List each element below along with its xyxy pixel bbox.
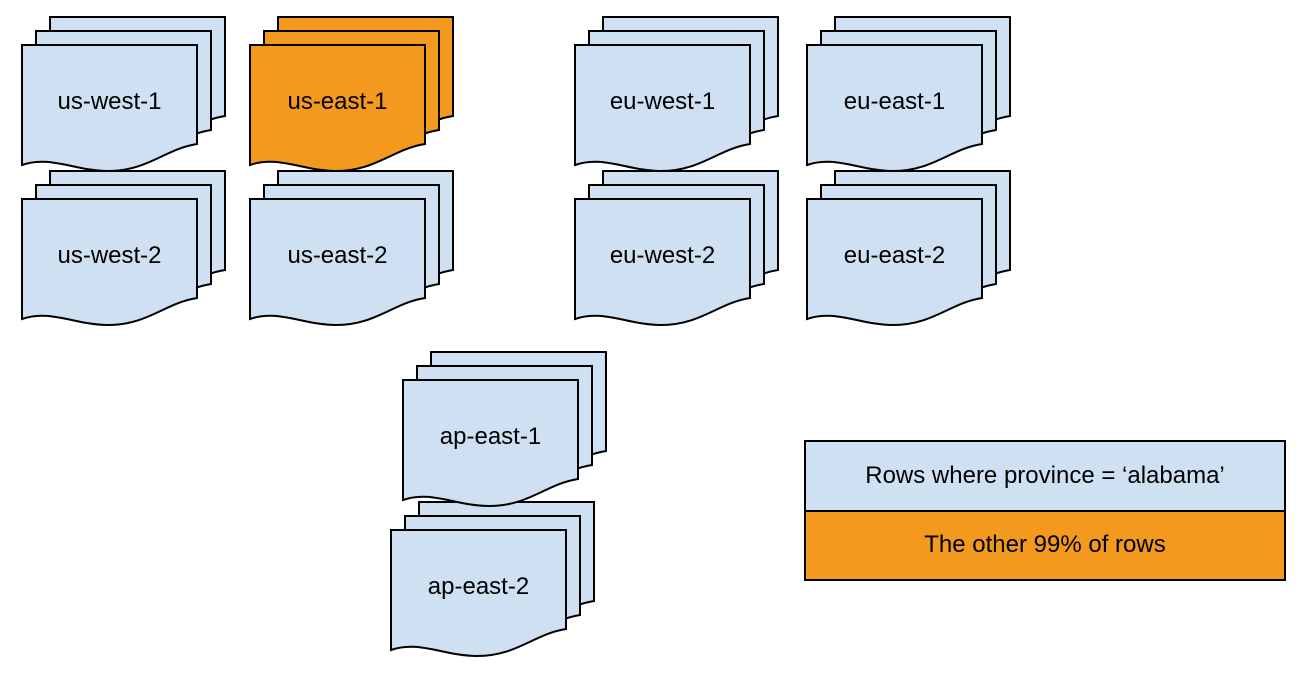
region-stack-us-east-2: us-east-2 — [248, 169, 455, 328]
region-label: us-west-2 — [57, 242, 162, 269]
region-label: eu-east-2 — [843, 242, 946, 269]
legend: Rows where province = ‘alabama’ The othe… — [804, 440, 1286, 581]
region-label: us-east-1 — [287, 88, 388, 115]
region-label: us-west-1 — [57, 88, 162, 115]
region-label: ap-east-2 — [427, 573, 530, 600]
legend-item-alabama-rows: Rows where province = ‘alabama’ — [806, 442, 1284, 510]
region-stack-us-east-1: us-east-1 — [248, 15, 455, 174]
region-stack-eu-west-2: eu-west-2 — [573, 169, 780, 328]
region-label: ap-east-1 — [439, 423, 542, 450]
region-stack-us-west-2: us-west-2 — [20, 169, 227, 328]
legend-label-alabama-rows: Rows where province = ‘alabama’ — [865, 461, 1225, 489]
region-stack-eu-east-2: eu-east-2 — [805, 169, 1012, 328]
region-stack-eu-east-1: eu-east-1 — [805, 15, 1012, 174]
region-stack-us-west-1: us-west-1 — [20, 15, 227, 174]
region-label: eu-west-2 — [609, 242, 716, 269]
region-stack-ap-east-2: ap-east-2 — [389, 500, 596, 659]
legend-label-other-rows: The other 99% of rows — [924, 531, 1166, 559]
region-stack-eu-west-1: eu-west-1 — [573, 15, 780, 174]
region-stack-ap-east-1: ap-east-1 — [401, 350, 608, 509]
region-label: us-east-2 — [287, 242, 388, 269]
region-label: eu-west-1 — [609, 88, 716, 115]
legend-item-other-rows: The other 99% of rows — [806, 509, 1284, 579]
region-label: eu-east-1 — [843, 88, 946, 115]
